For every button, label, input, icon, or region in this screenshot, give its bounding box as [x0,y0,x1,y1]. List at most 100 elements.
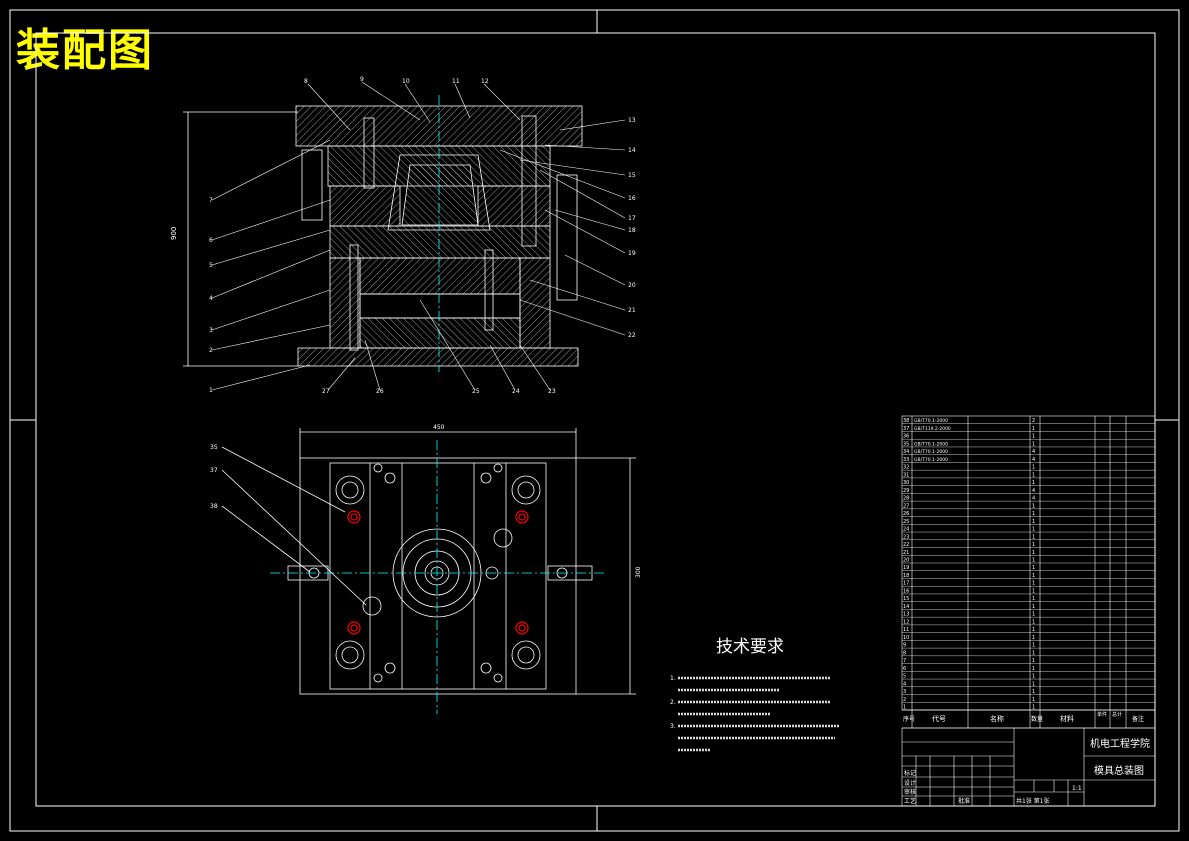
bom-header-unit: 单件 [1097,711,1107,718]
balloon-25: 25 [472,388,480,395]
dim-plan-height-label: 300 [635,566,642,578]
bom-row-no: 3 [903,689,906,695]
bom-row-qty: 1 [1032,658,1035,664]
title-block-drawing-name: 模具总装图 [1094,766,1144,777]
bom-row-no: 17 [903,581,909,587]
bom-row-qty: 1 [1032,550,1035,556]
tb-label-design: 设计 [904,779,916,787]
bom-row-code: GB/T119.2-2000 [914,426,951,432]
tb-label-process: 工艺 [904,797,916,805]
balloon-38: 38 [210,503,218,510]
bom-row-qty: 1 [1032,472,1035,478]
tech-notes-numbers: 1. 2. 3. [670,675,676,730]
bom-row-code: GB/T70.1-2000 [914,449,948,455]
bom-row-no: 7 [903,658,906,664]
balloon-6: 6 [209,237,213,244]
bom-row-qty: 1 [1032,465,1035,471]
balloon-20: 20 [628,282,636,289]
bom-row-qty: 1 [1032,519,1035,525]
bom-row-code: GB/T70.1-2000 [914,457,948,463]
bom-row-code: GB/T70.1-2000 [914,441,948,447]
bom-row-qty: 1 [1032,588,1035,594]
tb-label-approve: 批准 [958,797,970,805]
bom-row-qty: 4 [1032,496,1035,502]
bom-row-no: 9 [903,643,906,649]
balloon-10: 10 [402,78,410,85]
balloon-17: 17 [628,215,636,222]
bom-header: 序号 代号 名称 数量 材料 单件 总计 备注 [903,711,1144,723]
tech-requirements-title: 技术要求 [716,637,784,657]
bom-row-no: 1 [903,705,906,711]
bom-row-qty: 1 [1032,604,1035,610]
plan-highlight-pins [347,510,529,635]
balloon-27: 27 [322,388,330,395]
balloon-23: 23 [548,388,556,395]
bom-row-no: 5 [903,674,906,680]
drawing-frame [9,9,1180,832]
tb-sheet-info: 共1张 第1张 [1016,797,1050,805]
title-block-labels: 标记 设计 审核 工艺 批准 共1张 第1张 1:1 [904,769,1082,805]
balloon-16: 16 [628,195,636,202]
bom-row-no: 26 [903,511,909,517]
bom-row-no: 25 [903,519,909,525]
bom-header-material: 材料 [1060,714,1074,723]
bom-row-qty: 4 [1032,457,1035,463]
bom-row-qty: 1 [1032,534,1035,540]
balloon-35: 35 [210,444,218,451]
bom-header-name: 名称 [990,714,1004,723]
balloon-21: 21 [628,307,636,314]
bom-header-qty: 数量 [1031,715,1043,723]
balloon-37: 37 [210,467,218,474]
bom-row-qty: 1 [1032,681,1035,687]
bom-row-qty: 4 [1032,488,1035,494]
bom-row-qty: 1 [1032,480,1035,486]
bom-header-code: 代号 [932,714,946,723]
tech-notes-lines [678,676,840,752]
bom-row-qty: 1 [1032,558,1035,564]
bom-row-no: 38 [903,418,909,424]
bom-row-no: 27 [903,503,909,509]
title-block-school: 机电工程学院 [1090,739,1150,750]
bom-row-no: 33 [903,457,909,463]
bom-row-no: 11 [903,627,909,633]
bom-row-qty: 1 [1032,666,1035,672]
tech-note-2: 2. [670,699,676,706]
bom-row-no: 20 [903,558,909,564]
bom-row-no: 22 [903,542,909,548]
bom-row-no: 18 [903,573,909,579]
bom-row-qty: 1 [1032,542,1035,548]
bom-row-qty: 1 [1032,635,1035,641]
balloon-8: 8 [304,78,308,85]
bom-row-qty: 1 [1032,441,1035,447]
bom-row-qty: 1 [1032,689,1035,695]
bom-row-no: 28 [903,496,909,502]
bom-row-qty: 1 [1032,426,1035,432]
bom-row-no: 16 [903,588,909,594]
balloon-9: 9 [360,76,364,83]
bom-row-qty: 1 [1032,573,1035,579]
balloon-22: 22 [628,332,636,339]
balloon-19: 19 [628,250,636,257]
bom-row-qty: 1 [1032,612,1035,618]
balloon-14: 14 [628,147,636,154]
bom-header-total: 总计 [1112,711,1122,718]
bom-row-no: 32 [903,465,909,471]
bom-row-no: 21 [903,550,909,556]
bom-row-no: 24 [903,527,909,533]
balloon-7: 7 [209,197,213,204]
bom-row-qty: 1 [1032,434,1035,440]
bom-row-no: 4 [903,681,906,687]
balloon-18: 18 [628,227,636,234]
bom-row-no: 13 [903,612,909,618]
bom-row-no: 36 [903,434,909,440]
bom-row-qty: 1 [1032,650,1035,656]
bom-header-remark: 备注 [1132,715,1144,723]
tech-note-1: 1. [670,675,676,682]
balloon-11: 11 [452,78,460,85]
balloon-2: 2 [209,347,213,354]
section-balloons: 8 9 10 11 12 13 14 15 16 17 18 19 20 21 … [209,76,636,395]
bom-row-no: 19 [903,565,909,571]
title-block [901,727,1156,807]
balloon-24: 24 [512,388,520,395]
